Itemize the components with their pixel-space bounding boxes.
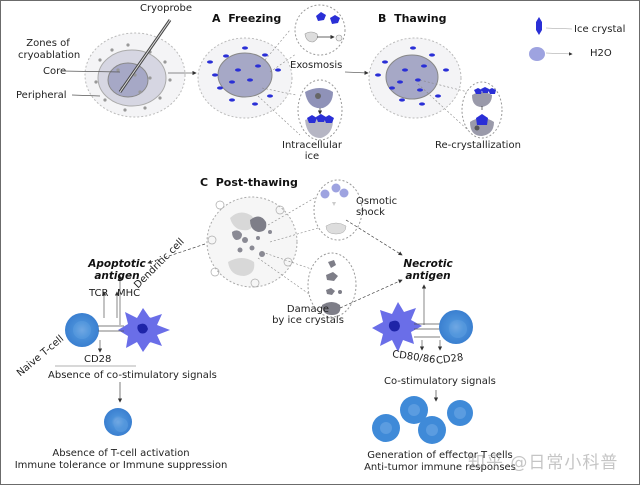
core-label: Core: [43, 66, 67, 77]
panel-b-letter: B: [378, 12, 387, 25]
legend-water-label: H2O: [590, 48, 612, 59]
panel-a-title: Freezing: [228, 12, 282, 25]
outcome-left-label: Absence of T-cell activation Immune tole…: [14, 448, 228, 471]
legend: [529, 17, 573, 61]
watermark: 知乎 @日常小科普: [468, 453, 619, 473]
panel-a-heading: A Freezing: [212, 12, 281, 25]
panel-c-letter: C: [200, 176, 209, 189]
right-tcell: [439, 310, 473, 344]
inactive-tcell: [104, 408, 132, 436]
costim-label: Co-stimulatory signals: [384, 376, 496, 387]
apoptotic-antigen-label: Apoptotic antigen: [88, 258, 146, 282]
recrystallization-label: Re-crystallization: [435, 140, 521, 151]
arrow-to-thawing: [344, 70, 369, 75]
peripheral-pointer-line: [71, 94, 101, 97]
water-droplet-icon: [529, 47, 545, 61]
post-thawing-tissue: [206, 196, 298, 288]
legend-ice-label: Ice crystal: [574, 24, 626, 35]
panel-b-title: Thawing: [394, 12, 447, 25]
zones-label: Zones of cryoablation: [18, 38, 81, 61]
peripheral-label: Peripheral: [16, 90, 67, 101]
mhc-label: MHC: [117, 288, 141, 299]
intracellular-ice-bubble: [297, 79, 343, 141]
outcome-right-label: Generation of effector T cells Anti-tumo…: [364, 450, 516, 473]
exosmosis-label: Exosmosis: [290, 60, 343, 71]
cd28-left-label: CD28: [84, 354, 112, 365]
freezing-tissue: [197, 37, 293, 119]
panel-a-letter: A: [212, 12, 221, 25]
damage-label: Damage by ice crystals: [272, 304, 344, 326]
left-dendritic-cell: [118, 308, 170, 352]
cryoablation-tissue: [84, 32, 186, 118]
arrow-to-apoptotic: [147, 243, 206, 264]
panel-c-title: Post-thawing: [215, 176, 298, 189]
necrotic-antigen-label: Necrotic antigen: [403, 258, 453, 282]
arrow-to-necrotic-1: [345, 219, 403, 256]
cryoprobe-label: Cryoprobe: [140, 3, 192, 14]
panel-b-heading: B Thawing: [378, 12, 446, 25]
effector-tcells: [372, 396, 473, 444]
arrow-to-necrotic-2: [339, 279, 403, 309]
exosmosis-bubble: [294, 4, 346, 56]
ice-damage-bubble: [307, 252, 357, 318]
osmotic-shock-label: Osmotic shock: [356, 196, 398, 218]
right-dendritic-cell: [372, 302, 422, 352]
thawing-tissue: [368, 37, 462, 119]
left-naive-tcell: [65, 313, 99, 347]
intracellular-ice-label: Intracellular ice: [282, 140, 343, 162]
absence-costim-label: Absence of co-stimulatory signals: [48, 370, 217, 381]
tcr-label: TCR: [89, 288, 109, 299]
panel-c-heading: C Post-thawing: [200, 176, 298, 189]
osmotic-shock-bubble: [313, 179, 363, 241]
ice-crystal-icon: [536, 17, 542, 35]
recrystallization-bubble: [461, 81, 503, 139]
core-pointer-line: [61, 70, 121, 73]
